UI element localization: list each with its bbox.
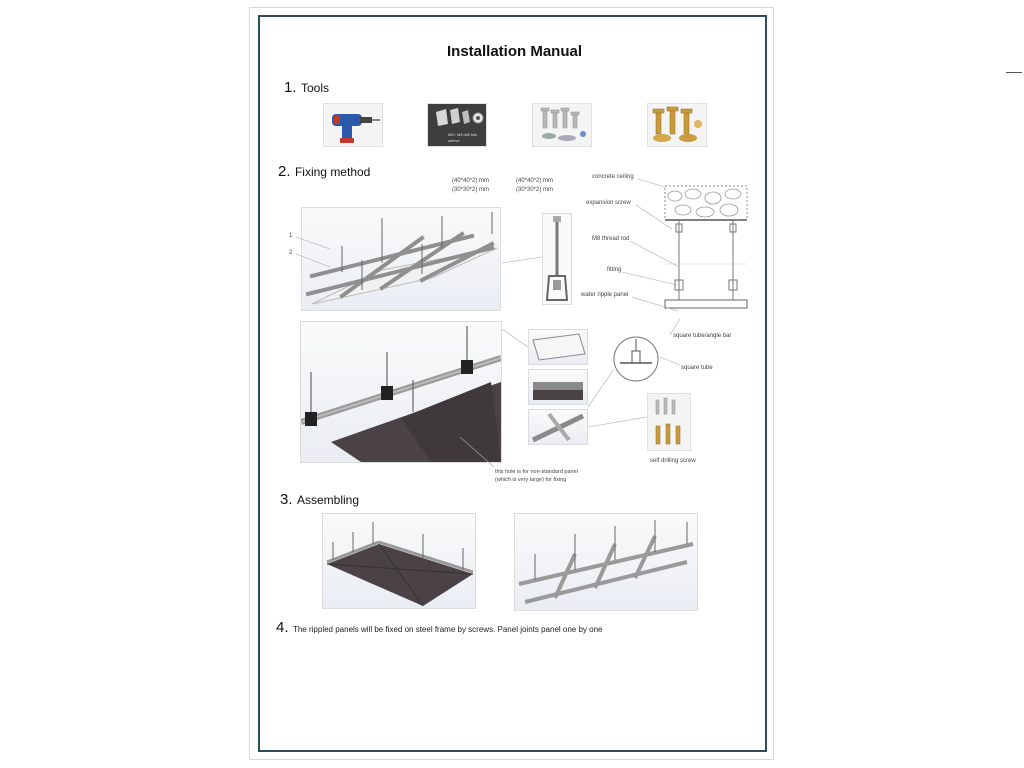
leader-lines	[295, 178, 681, 468]
section-label: Assembling	[296, 493, 359, 507]
drill-bits-icon: M6 / M8 drill bits sleeve	[427, 103, 487, 147]
rod-size-right-2: (30*30*2) mm	[516, 187, 554, 193]
drill-icon	[323, 103, 383, 147]
label-square-tube: square tube	[681, 365, 713, 371]
label-water-ripple-panel: water ripple panel	[581, 292, 629, 298]
label-self-drilling-screw: self drilling screw	[650, 458, 696, 464]
label-fitting: fitting	[607, 267, 622, 273]
section-label: Tools	[300, 81, 329, 95]
hole-note-line-1: this hole is for non-standard panel	[495, 469, 578, 475]
label-m8-thread-rod: M8 thread rod	[592, 236, 630, 242]
section-number: 4.	[276, 619, 289, 636]
section-tools-heading: 1. Tools	[284, 79, 329, 97]
section-label: Fixing method	[294, 165, 371, 179]
manual-frame: Installation Manual 1. Tools	[258, 15, 767, 752]
label-expansion-screw: expansion screw	[586, 200, 631, 206]
section-assembling-heading: 3. Assembling	[280, 491, 359, 509]
section-number: 3.	[280, 491, 293, 508]
rod-size-left-2: (30*30*2) mm	[452, 187, 490, 193]
section-number: 1.	[284, 79, 297, 96]
drill-bits-caption-1: M6 / M8 drill bits	[448, 132, 478, 137]
self-drilling-screw-icon	[647, 393, 691, 451]
panel-perspective-drawing	[300, 321, 502, 463]
detail-cross-bar	[528, 409, 588, 445]
hole-note-line-2: (which is very large) for fixing	[495, 477, 567, 483]
detail-panel-corner	[528, 329, 588, 365]
frame-grid-drawing	[301, 207, 501, 311]
detail-bar-joint	[528, 369, 588, 405]
assembled-frame-drawing	[514, 513, 698, 611]
screws-icon	[532, 103, 592, 147]
drill-bits-caption-2: sleeve	[448, 138, 460, 143]
section-number: 2.	[278, 163, 291, 180]
label-concrete-ceiling: concrete ceiling	[592, 174, 634, 180]
hanger-detail	[542, 213, 572, 305]
ceiling-section-diagram	[663, 184, 749, 314]
section-fixing-heading: 2. Fixing method	[278, 163, 370, 181]
step4-text: The rippled panels will be fixed on stee…	[292, 625, 603, 634]
edge-mark	[1006, 72, 1022, 73]
marker-1: 1	[289, 233, 293, 239]
bolts-icon	[647, 103, 707, 147]
rod-size-left-1: (40*40*2) mm	[452, 178, 490, 184]
label-square-tube-angle-bar: square tube/angle bar	[673, 333, 732, 339]
square-tube-circle-detail	[612, 335, 660, 383]
section-step4: 4. The rippled panels will be fixed on s…	[276, 619, 756, 637]
assembled-panels-drawing	[322, 513, 476, 609]
rod-size-right-1: (40*40*2) mm	[516, 178, 554, 184]
manual-sheet: Installation Manual 1. Tools	[249, 7, 774, 760]
page-title: Installation Manual	[446, 43, 582, 60]
marker-2: 2	[289, 250, 293, 256]
